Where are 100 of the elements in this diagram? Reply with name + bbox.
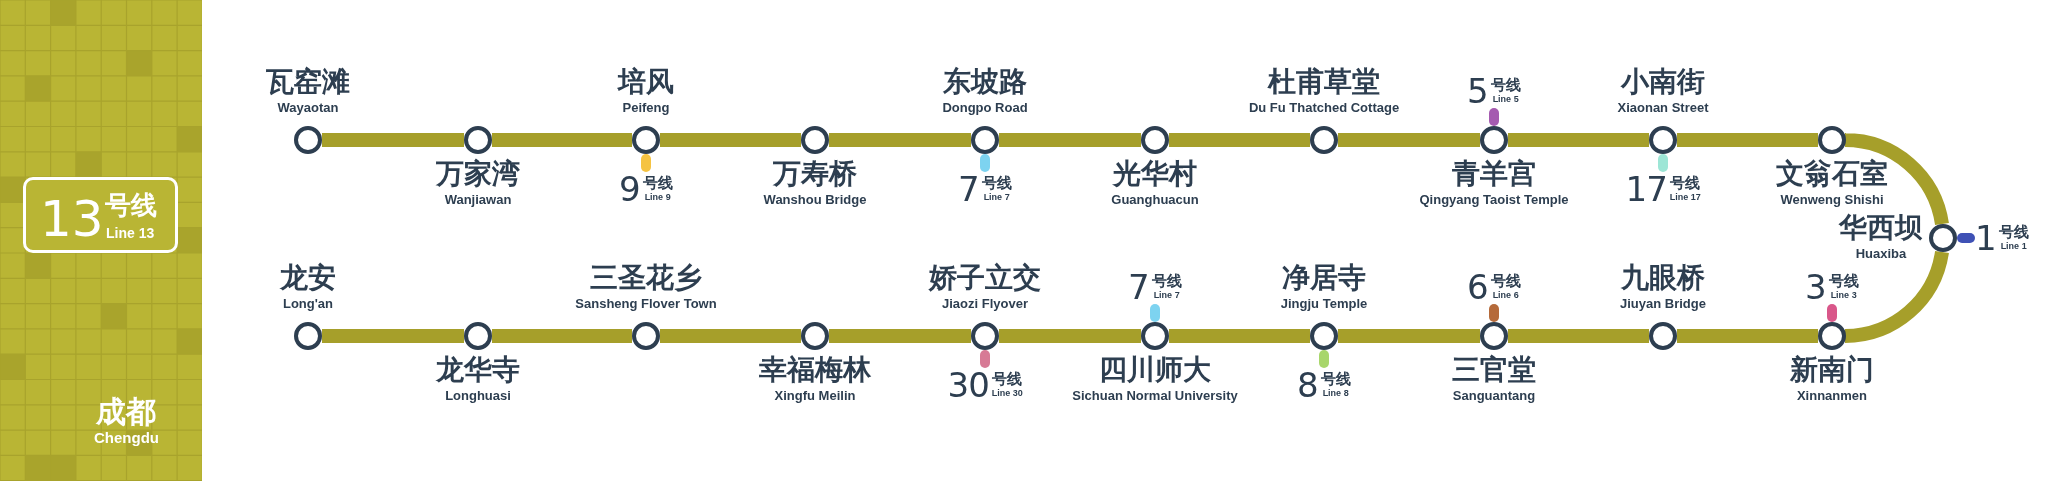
line-name: 号线: [1151, 274, 1182, 289]
station-name: 幸福梅林: [759, 356, 871, 384]
station-name: 青羊宫: [1451, 160, 1537, 188]
line-number: 30: [947, 368, 989, 402]
station-name-en: Jingju Temple: [1280, 297, 1368, 310]
line-number: 6: [1467, 270, 1488, 304]
line-segment: [660, 133, 801, 147]
station-name-en: Xiaonan Street: [1617, 101, 1709, 114]
line-segment: [1169, 329, 1310, 343]
station-name-en: Xingfu Meilin: [773, 389, 857, 402]
station-name: 龙安: [280, 264, 336, 292]
line-segment: [999, 133, 1141, 147]
line-segment: [492, 133, 632, 147]
transfer-stub: [1489, 304, 1499, 322]
line-segment: [322, 133, 464, 147]
line-segment: [829, 133, 971, 147]
line-segment: [1508, 133, 1649, 147]
station-name: 娇子立交: [929, 264, 1041, 292]
station-name: 小南街: [1619, 68, 1706, 96]
line-name: 号线: [1320, 372, 1351, 387]
station-name: 三官堂: [1452, 356, 1536, 384]
transfer-stub: [980, 154, 990, 172]
station-name-en: Jiaozi Flyover: [941, 297, 1029, 310]
station-name: 万家湾: [436, 160, 520, 188]
station-name-en: Long'an: [282, 297, 334, 310]
station-name: 东坡路: [942, 68, 1028, 96]
line-name-en: Line 3: [1830, 291, 1857, 300]
transfer-stub: [1827, 304, 1837, 322]
transfer-stub: [1319, 350, 1329, 368]
transfer-stub: [1489, 108, 1499, 126]
station-name-en: Qingyang Taoist Temple: [1419, 193, 1569, 206]
line-name-en: Line 13: [106, 226, 155, 240]
line-number: 7: [958, 172, 979, 206]
line-name-en: Line 7: [1153, 291, 1180, 300]
line-number: 5: [1467, 74, 1488, 108]
station-name: 净居寺: [1281, 264, 1367, 292]
station-name: 瓦窑滩: [266, 68, 350, 96]
station-name: 新南门: [1790, 356, 1874, 384]
transfer-stub: [1957, 233, 1975, 243]
transfer-stub: [1150, 304, 1160, 322]
line-segment: [660, 329, 801, 343]
line-number: 1: [1975, 221, 1996, 255]
station-name: 龙华寺: [436, 356, 520, 384]
station-name: 四川师大: [1098, 356, 1212, 384]
line-name: 号线: [981, 176, 1012, 191]
line-segment: [322, 329, 464, 343]
line-name: 号线: [1670, 176, 1701, 191]
line-segment: [829, 329, 971, 343]
transfer-stub: [1658, 154, 1668, 172]
line-segment: [1169, 133, 1310, 147]
line-number: 7: [1128, 270, 1149, 304]
station-name-en: Wayaotan: [276, 101, 340, 114]
station-name: 九眼桥: [1620, 264, 1706, 292]
station-name-en: Jiuyan Bridge: [1620, 297, 1706, 310]
line-segment: [1338, 133, 1480, 147]
line-number: 8: [1297, 368, 1318, 402]
station-name: 万寿桥: [772, 160, 858, 188]
station-name: 三圣花乡: [589, 264, 703, 292]
line-name-en: Line 7: [983, 193, 1010, 202]
line-name-en: Line 1: [2000, 242, 2027, 251]
line-name: 号线: [1998, 225, 2029, 240]
line-name-en: Line 5: [1492, 95, 1519, 104]
line-segment: [1508, 329, 1649, 343]
city-name: 成都: [96, 397, 156, 427]
line-name-en: Line 30: [991, 389, 1023, 398]
line-name-en: Line 8: [1322, 389, 1349, 398]
line-segment: [1677, 133, 1818, 147]
station-name-en: Huaxiba: [1854, 247, 1908, 260]
station-name-en: Longhuasi: [444, 389, 512, 402]
line-name-en: Line 17: [1669, 193, 1701, 202]
line-number: 13: [40, 194, 104, 244]
line-segment: [492, 329, 632, 343]
line-segment: [999, 329, 1141, 343]
station-name-en: Dongpo Road: [942, 101, 1028, 114]
station-name: 培风: [618, 68, 674, 96]
station-name-en: Wanjiawan: [443, 193, 513, 206]
line-segment: [1677, 329, 1818, 343]
line-number: 9: [619, 172, 640, 206]
line-name: 号线: [1828, 274, 1859, 289]
city-name-en: Chengdu: [94, 430, 159, 445]
station-name: 文翁石室: [1776, 160, 1888, 188]
line-name-en: Line 9: [644, 193, 671, 202]
station-name-en: Sanguantang: [1452, 389, 1536, 402]
station-name: 杜甫草堂: [1266, 68, 1381, 96]
station-name-en: Guanghuacun: [1111, 193, 1199, 206]
station-name: 华西坝: [1839, 214, 1923, 242]
line-name: 号线: [1490, 274, 1521, 289]
line-name: 号线: [992, 372, 1023, 387]
line-badge: [23, 177, 178, 253]
transfer-stub: [641, 154, 651, 172]
station-name-en: Peifeng: [621, 101, 671, 114]
line-name-en: Line 6: [1492, 291, 1519, 300]
transfer-stub: [980, 350, 990, 368]
line-name: 号线: [642, 176, 673, 191]
line-number: 17: [1625, 172, 1667, 206]
station-name-en: Sansheng Flover Town: [575, 297, 717, 310]
station-name-en: Wanshou Bridge: [763, 193, 867, 206]
line-segment: [1338, 329, 1480, 343]
station-name-en: Xinnanmen: [1795, 389, 1869, 402]
station-name-en: Sichuan Normal University: [1072, 389, 1238, 402]
